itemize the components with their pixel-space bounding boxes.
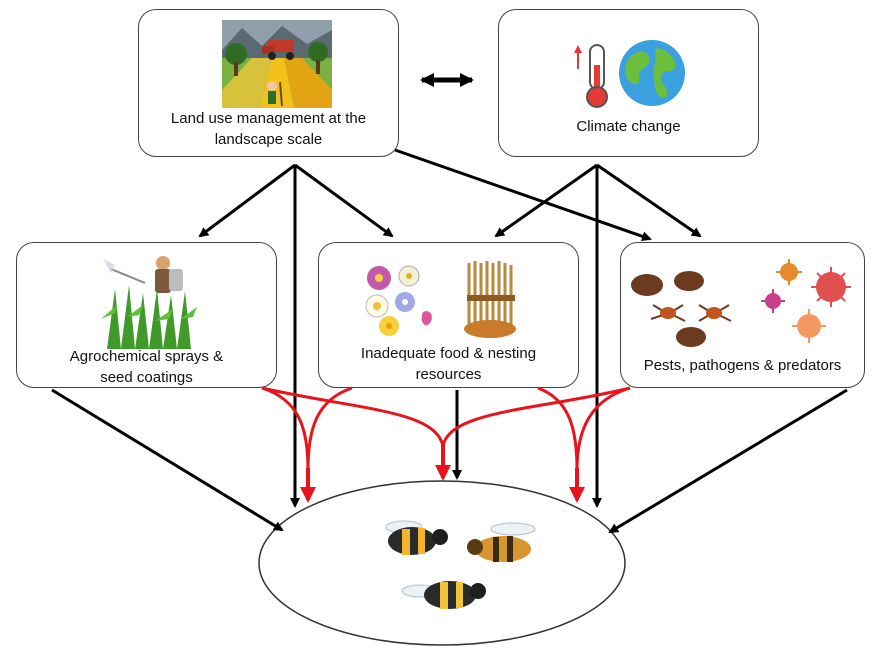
pests-box: Pests, pathogens & predators — [620, 242, 865, 388]
bee-icon — [385, 520, 536, 609]
food-nesting-label: Inadequate food & nesting resources — [360, 345, 537, 383]
red-curve-pests-mid — [441, 386, 631, 447]
nesting-reeds-icon — [464, 261, 516, 338]
earth-globe-icon — [619, 40, 685, 106]
land-use-box: Land use management at the landscape sca… — [138, 9, 399, 157]
pests-label: Pests, pathogens & predators — [643, 357, 842, 374]
arrow-pests-to-bees — [608, 388, 848, 534]
arrow-land-to-agro — [198, 163, 296, 238]
farm-landscape-icon — [222, 20, 332, 108]
climate-change-box: Climate change — [498, 9, 759, 157]
red-curve-agro-left — [261, 386, 310, 471]
mite-icon — [631, 271, 732, 347]
arrow-climate-to-pests — [596, 163, 702, 238]
arrow-climate-to-food — [494, 163, 598, 238]
red-curve-agro-mid — [261, 386, 445, 447]
flowers-icon — [365, 265, 432, 336]
sprayer-farmer-icon — [101, 256, 197, 349]
red-curve-pests-right — [575, 386, 631, 471]
land-use-label: Land use management at the landscape sca… — [170, 110, 367, 148]
arrow-agro-to-bees — [51, 388, 284, 532]
agrochemical-box: Agrochemical sprays & seed coatings — [16, 242, 277, 388]
red-curve-food-right — [537, 386, 579, 471]
thermometer-icon — [574, 44, 608, 108]
climate-change-label: Climate change — [576, 118, 681, 135]
red-curve-food-left — [306, 386, 353, 471]
arrow-land-to-pests — [394, 148, 652, 242]
food-nesting-box: Inadequate food & nesting resources — [318, 242, 579, 388]
virus-icon — [761, 259, 851, 343]
arrow-land-to-food — [294, 163, 394, 238]
agrochemical-label: Agrochemical sprays & seed coatings — [69, 348, 224, 386]
